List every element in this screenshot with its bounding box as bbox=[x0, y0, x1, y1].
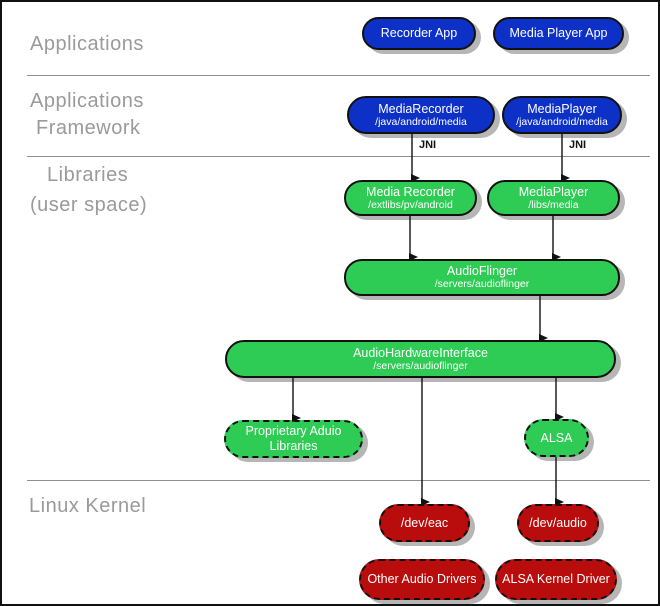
node-label: ALSA Kernel Driver bbox=[502, 572, 610, 586]
node-other-audio-drivers: Other Audio Drivers bbox=[359, 559, 485, 600]
node-recorder-app: Recorder App bbox=[362, 17, 476, 50]
node-audioflinger: AudioFlinger /servers/audioflinger bbox=[344, 259, 620, 296]
section-label-framework-line2: Framework bbox=[36, 117, 141, 139]
node-alsa-kernel-driver: ALSA Kernel Driver bbox=[495, 559, 617, 600]
node-dev-eac: /dev/eac bbox=[379, 504, 470, 542]
node-label: Recorder App bbox=[380, 26, 458, 40]
node-label: ALSA bbox=[540, 430, 573, 445]
divider-applications-framework bbox=[27, 75, 650, 76]
edge-label-jni-left: JNI bbox=[419, 139, 437, 151]
node-label: AudioHardwareInterface bbox=[353, 345, 488, 360]
node-label-line1: Proprietary Aduio bbox=[245, 424, 342, 438]
node-label-line2: Libraries bbox=[269, 439, 318, 453]
node-label: /dev/eac bbox=[400, 515, 449, 530]
node-label: Other Audio Drivers bbox=[367, 572, 477, 586]
node-media-recorder-lib: Media Recorder /extlibs/pv/android bbox=[344, 180, 477, 216]
node-label: /dev/audio bbox=[529, 515, 587, 530]
divider-libraries-kernel bbox=[27, 480, 650, 481]
section-label-libraries-line1: Libraries bbox=[47, 164, 129, 186]
edge-label-jni-right: JNI bbox=[569, 139, 587, 151]
node-alsa: ALSA bbox=[524, 419, 589, 457]
node-label: Media Recorder bbox=[366, 184, 455, 199]
node-dev-audio: /dev/audio bbox=[517, 504, 599, 542]
node-media-player-app: Media Player App bbox=[493, 17, 624, 50]
node-path: /servers/audioflinger bbox=[434, 278, 530, 291]
section-label-libraries-line2: (user space) bbox=[30, 194, 148, 216]
node-path: /libs/media bbox=[528, 198, 579, 211]
section-label-linux-kernel: Linux Kernel bbox=[29, 495, 147, 517]
node-path: /java/android/media bbox=[516, 115, 608, 128]
node-proprietary-audio-libraries: Proprietary Aduio Libraries bbox=[224, 420, 363, 458]
node-mediaplayer-framework: MediaPlayer /java/android/media bbox=[502, 96, 622, 134]
node-path: /servers/audioflinger bbox=[373, 359, 468, 372]
node-label: AudioFlinger bbox=[446, 264, 518, 279]
section-label-applications: Applications bbox=[30, 33, 144, 55]
node-label: MediaRecorder bbox=[378, 101, 464, 116]
node-mediaplayer-lib: MediaPlayer /libs/media bbox=[487, 180, 620, 216]
node-audio-hardware-interface: AudioHardwareInterface /servers/audiofli… bbox=[225, 340, 616, 378]
node-mediarecorder-framework: MediaRecorder /java/android/media bbox=[347, 96, 495, 134]
node-label: MediaPlayer bbox=[527, 101, 597, 116]
node-label: Media Player App bbox=[509, 26, 608, 40]
node-path: /java/android/media bbox=[375, 115, 467, 128]
section-label-framework-line1: Applications bbox=[30, 90, 144, 112]
node-label: MediaPlayer bbox=[518, 184, 589, 199]
divider-framework-libraries bbox=[27, 156, 650, 157]
node-path: /extlibs/pv/android bbox=[368, 198, 453, 211]
